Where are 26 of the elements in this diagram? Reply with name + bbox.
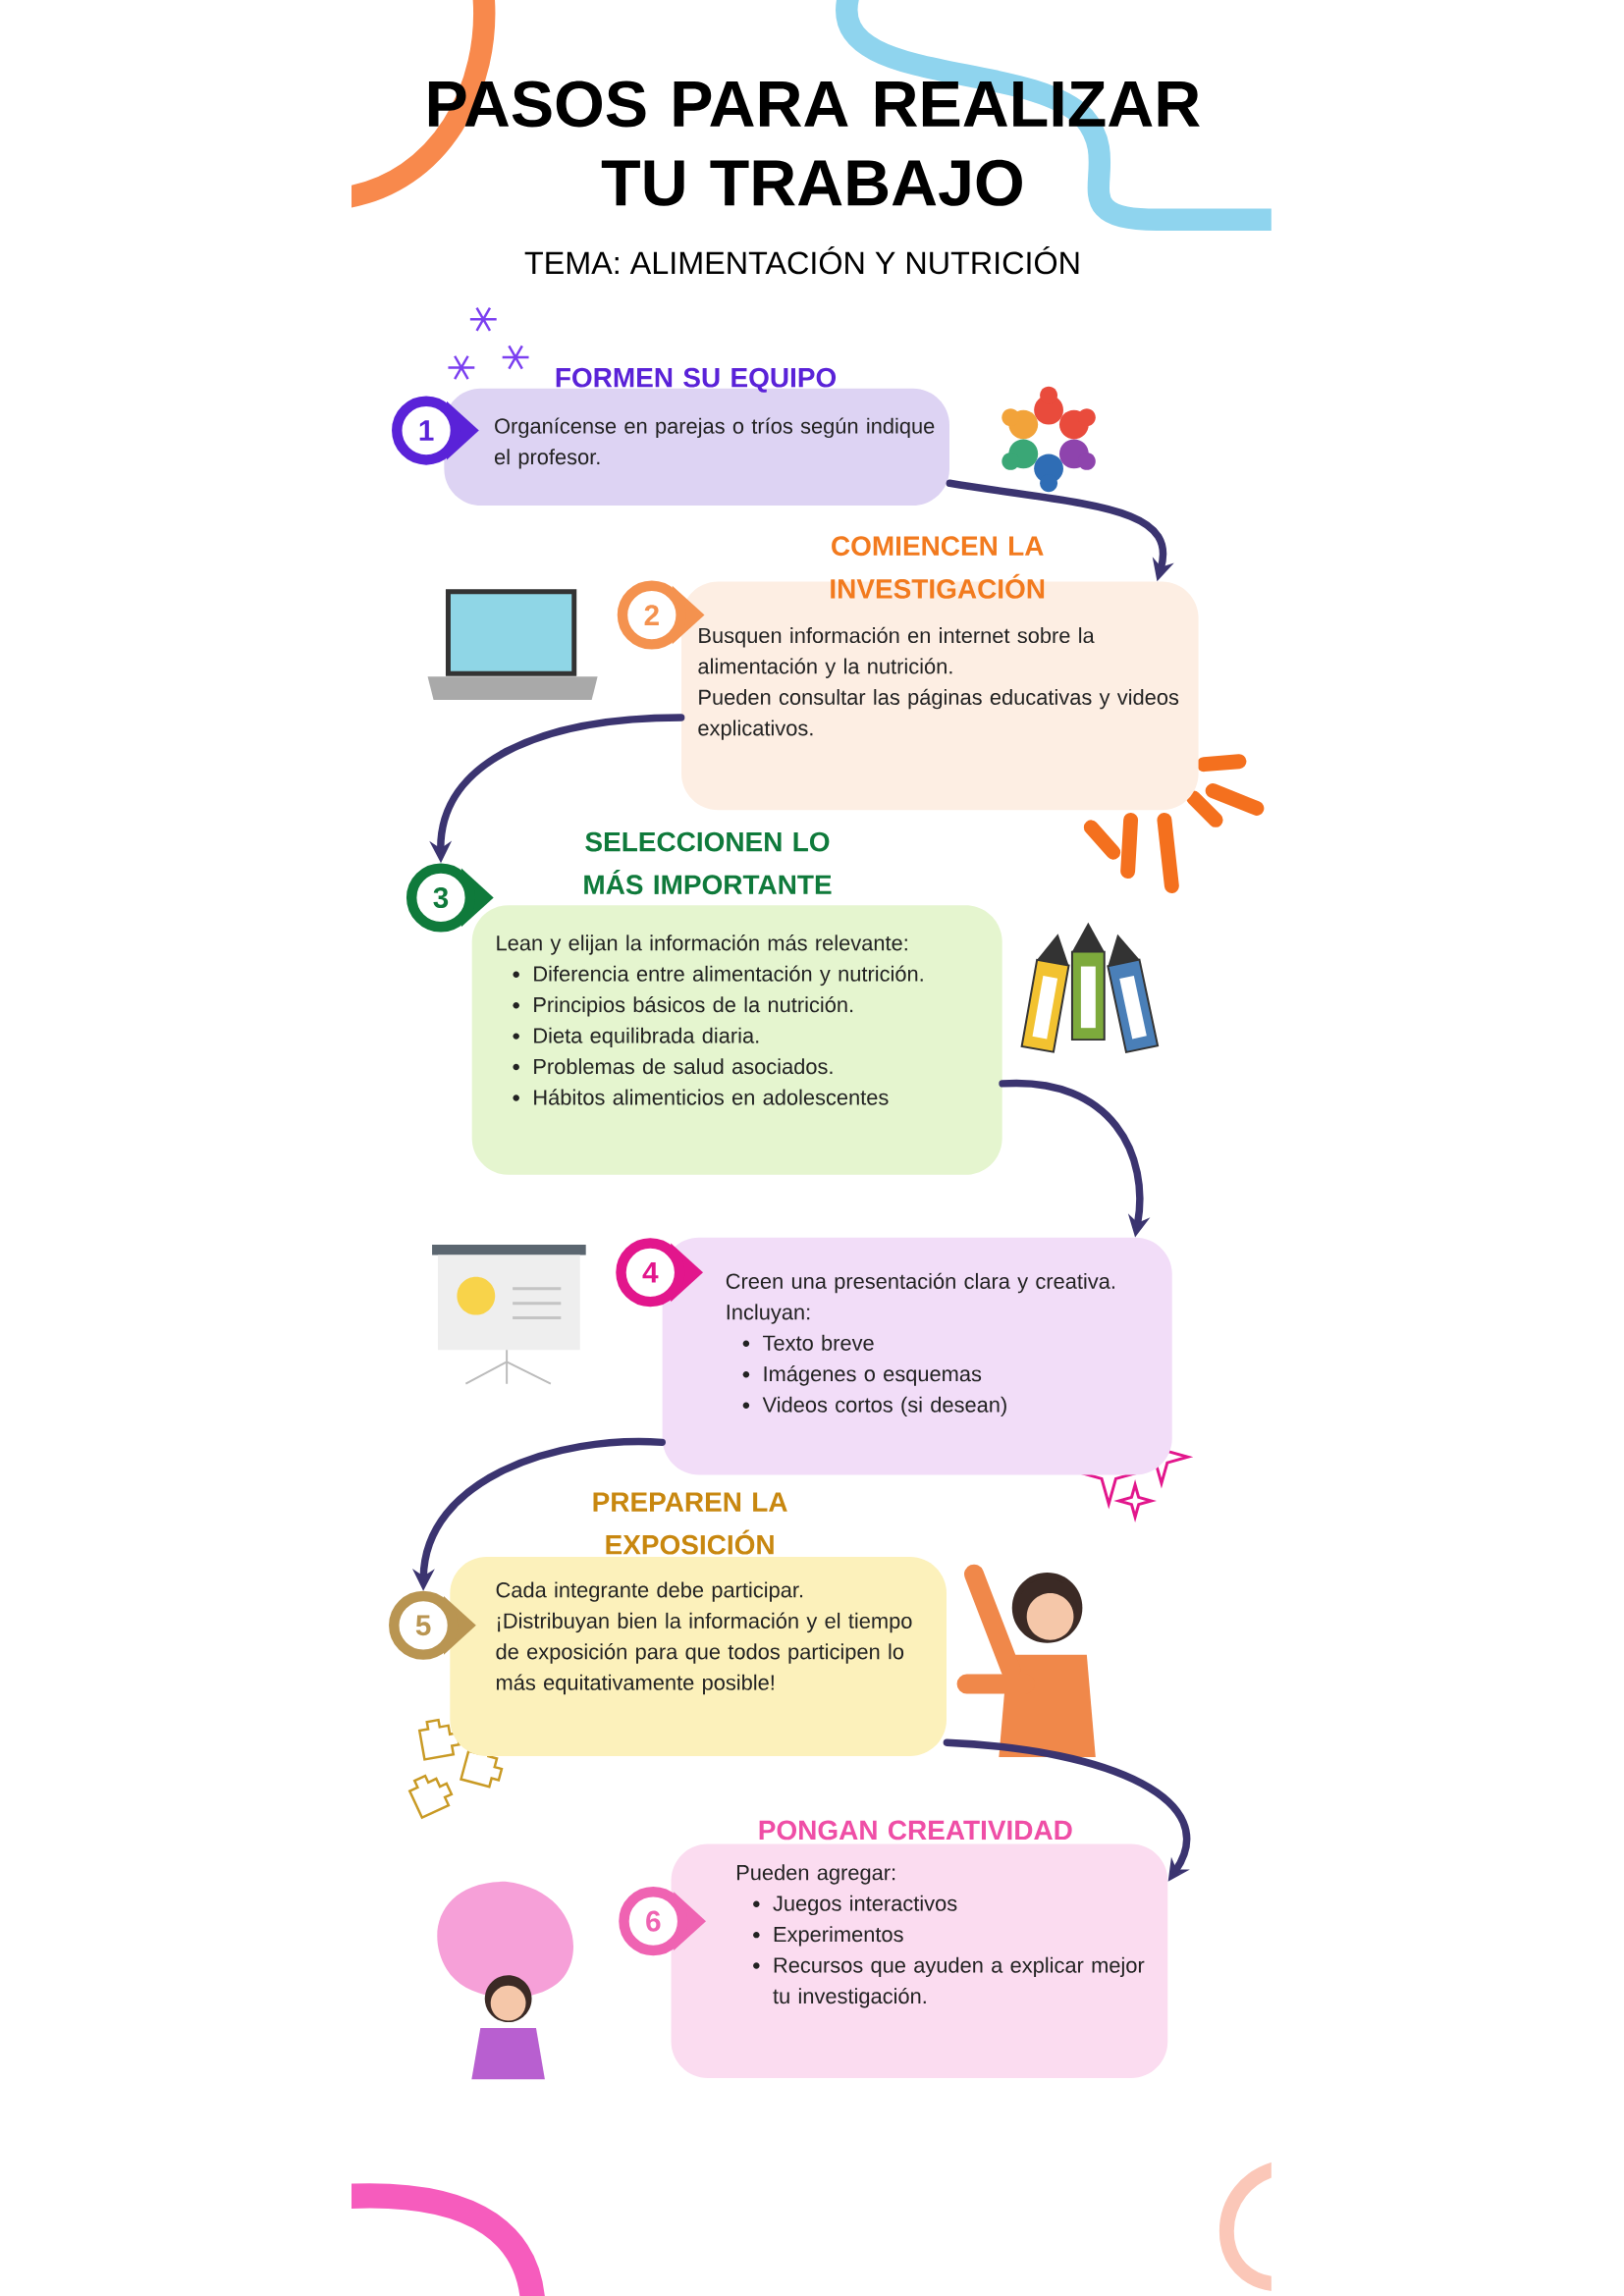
subtitle: TEMA: ALIMENTACIÓN Y NUTRICIÓN <box>524 245 1079 275</box>
list-item: Texto breve <box>742 1334 874 1351</box>
body-text: Pueden agregar: <box>736 1864 894 1885</box>
list-item: Recursos que ayuden a explicar mejor tu investigación. <box>752 1956 1145 2008</box>
body-text: Lean y elijan la información más relevante: <box>497 934 907 955</box>
body-text: Organícense en parejas o tríos según indique el profesor. <box>494 417 935 469</box>
list-item: Dieta equilibrada diaria. <box>513 1027 759 1048</box>
list-item: Hábitos alimenticios en adolescentes <box>513 1089 889 1105</box>
list-item: Juegos interactivos <box>752 1895 957 1916</box>
list-item: Principios básicos de la nutrición. <box>513 996 852 1017</box>
body-text: Incluyan: <box>727 1304 810 1324</box>
body-text: Creen una presentación clara y creativa. <box>726 1272 1114 1294</box>
step-box <box>662 1237 1172 1475</box>
list-item: Problemas de salud asociados. <box>513 1058 833 1075</box>
list-item: Diferencia entre alimentación y nutrición. <box>513 965 923 987</box>
step-heading: COMIENCEN LA INVESTIGACIÓN <box>831 536 1044 599</box>
step-heading: SELECCIONEN LO MÁS IMPORTANTE <box>584 831 832 895</box>
body-text: Pueden consultar las páginas educativas y videos explicativos. <box>698 688 1178 740</box>
body-text: Cada integrante debe participar. <box>496 1581 802 1602</box>
step-heading: PONGAN CREATIVIDAD <box>759 1820 1072 1841</box>
list-item: Videos cortos (si desean) <box>742 1396 1006 1417</box>
list-item: Experimentos <box>752 1926 903 1947</box>
body-text: ¡Distribuyan bien la información y el tiempo de exposición para que todos participen lo más equitativamente posible! <box>496 1612 912 1695</box>
step-heading: FORMEN SU EQUIPO <box>556 367 836 393</box>
list-item: Imágenes o esquemas <box>742 1365 981 1386</box>
step-heading: PREPAREN LA EXPOSICIÓN <box>593 1492 787 1555</box>
